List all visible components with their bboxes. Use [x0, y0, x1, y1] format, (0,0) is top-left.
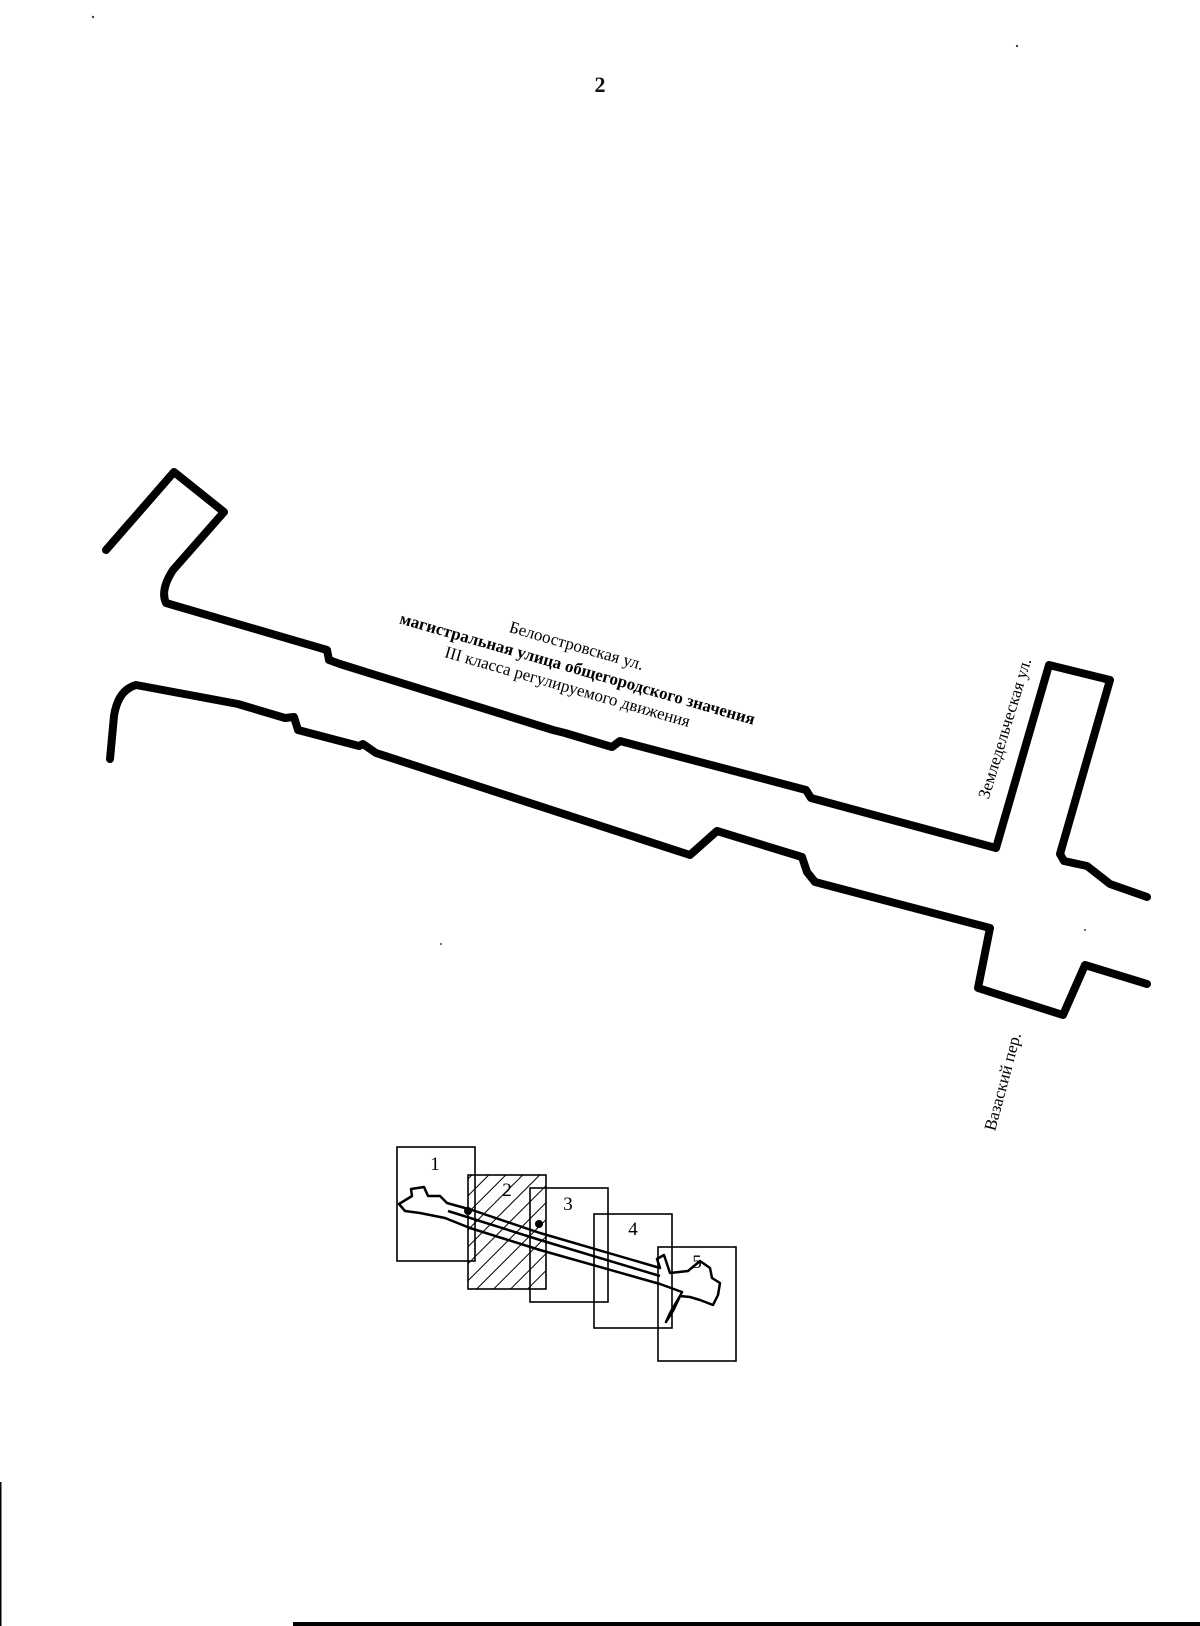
index-street-centerline	[447, 1209, 661, 1278]
sheet-number-4: 4	[628, 1219, 638, 1240]
street-name-vazaski: Вазаский пер.	[980, 1030, 1024, 1132]
scan-speck	[1015, 44, 1019, 48]
sheet-index-map: 1 2 3 4 5	[396, 1146, 737, 1362]
index-marker	[464, 1207, 472, 1215]
sheet-frame-5	[657, 1246, 737, 1362]
index-marker	[535, 1220, 543, 1228]
road-edge-south	[106, 681, 1151, 1019]
sheet-frame-3	[529, 1187, 609, 1303]
scan-speck	[91, 15, 95, 19]
page-number: 2	[594, 72, 606, 97]
scan-speck	[1084, 929, 1086, 931]
sheet-number-1: 1	[430, 1154, 440, 1175]
street-name-zemledelcheskaya: Земледельческая ул.	[974, 656, 1035, 801]
sheet-number-5: 5	[692, 1252, 702, 1273]
index-street-outline	[397, 1185, 722, 1324]
sheet-frame-4	[593, 1213, 673, 1329]
road-edge-north	[102, 468, 1151, 901]
scan-speck	[440, 943, 442, 945]
street-desc-main-line1: магистральная улица общегородского значе…	[398, 609, 758, 729]
sheet-number-3: 3	[563, 1194, 573, 1215]
sheet-number-2: 2	[502, 1180, 512, 1201]
